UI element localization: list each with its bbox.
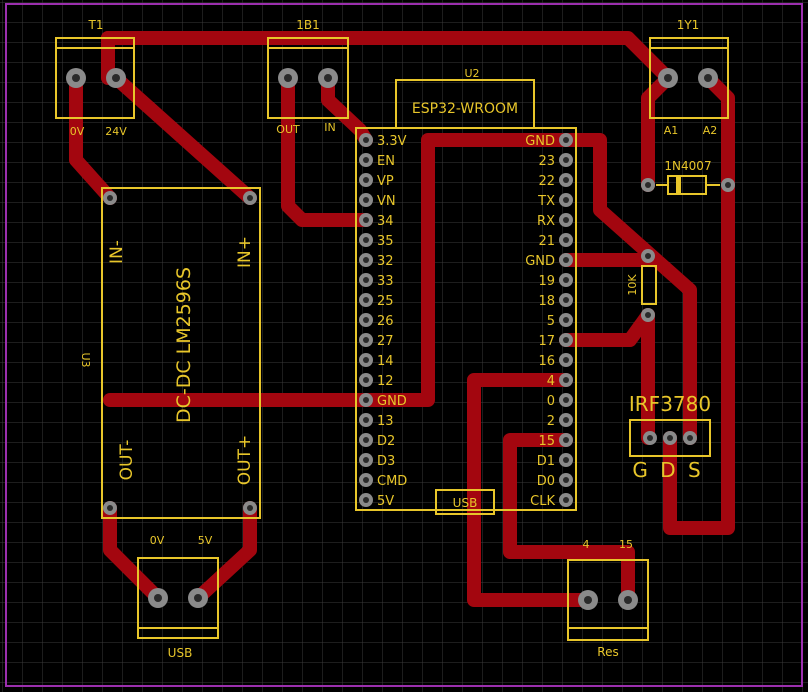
u3-pin-in-plus: IN+ — [235, 236, 255, 268]
terminal-1y1: 1Y1 A1 A2 — [649, 18, 729, 137]
res-connector: 4 15 Res — [567, 538, 649, 659]
t1-ref: T1 — [88, 18, 104, 32]
usb-connector: 0V 5V USB — [137, 534, 219, 660]
u2-right-pin-label: CLK — [530, 494, 555, 509]
u2-right-pin-label: 16 — [538, 354, 555, 369]
b1-pin2-label: IN — [324, 121, 335, 134]
u2-right-pin-label: 23 — [538, 154, 555, 169]
u2-left-pin-label: 14 — [377, 354, 394, 369]
u2-right-pin-label: 21 — [538, 234, 555, 249]
mosfet-value: IRF3780 — [629, 392, 711, 416]
u2-left-pin-label: 33 — [377, 274, 394, 289]
diode-value: 1N4007 — [664, 159, 711, 173]
module-u2-esp32: U2 ESP32-WROOM USB 3.3VENVPVN34353233252… — [355, 67, 577, 515]
u2-left-pin-label: CMD — [377, 474, 407, 489]
u2-value: ESP32-WROOM — [412, 101, 518, 117]
u2-ref: U2 — [464, 67, 479, 80]
u2-left-pin-label: 34 — [377, 214, 394, 229]
usb-pin2-label: 5V — [198, 534, 213, 547]
u2-left-pin-label: VN — [377, 194, 396, 209]
terminal-t1: T1 0V 24V — [55, 18, 135, 138]
u2-right-pin-label: 22 — [538, 174, 555, 189]
u2-right-pin-label: 0 — [547, 394, 555, 409]
usb-pin1-label: 0V — [150, 534, 165, 547]
u2-left-pin-label: 5V — [377, 494, 394, 509]
b1-pin1-label: OUT — [276, 123, 300, 136]
u3-value: DC-DC LM2596S — [173, 267, 195, 423]
resistor-value: 10K — [626, 274, 639, 296]
u2-right-pin-label: D1 — [537, 454, 555, 469]
res-pin2-label: 15 — [619, 538, 633, 551]
terminal-1b1: 1B1 OUT IN — [267, 18, 349, 136]
y1-pin2-label: A2 — [703, 124, 718, 137]
u3-pin-out-minus: OUT- — [117, 440, 137, 481]
u2-right-pin-label: GND — [525, 134, 555, 149]
u2-right-pin-label: TX — [537, 194, 555, 209]
u2-right-pin-label: RX — [537, 214, 555, 229]
u2-left-pin-label: 27 — [377, 334, 394, 349]
b1-ref: 1B1 — [296, 18, 320, 32]
u2-left-pin-label: 12 — [377, 374, 394, 389]
resistor-10k: 10K — [626, 265, 657, 305]
t1-pin1-label: 0V — [70, 125, 85, 138]
res-label: Res — [597, 645, 618, 659]
u2-left-pin-label: 26 — [377, 314, 394, 329]
u2-left-pin-label: 13 — [377, 414, 394, 429]
u2-right-pin-label: 18 — [538, 294, 555, 309]
u2-left-pin-label: 3.3V — [377, 134, 407, 149]
u2-left-pin-label: D3 — [377, 454, 395, 469]
u2-right-pin-label: 2 — [547, 414, 555, 429]
mosfet-pins: G D S — [632, 458, 703, 482]
diode-1n4007: 1N4007 — [656, 159, 720, 195]
usb-label: USB — [168, 646, 193, 660]
u2-right-pin-label: GND — [525, 254, 555, 269]
u2-right-pin-label: 17 — [538, 334, 555, 349]
module-u3-dcdc: U3 DC-DC LM2596S IN- IN+ OUT- OUT+ — [79, 187, 261, 519]
u2-left-pin-label: D2 — [377, 434, 395, 449]
res-pin1-label: 4 — [583, 538, 590, 551]
u2-pads — [359, 133, 573, 507]
u2-right-pin-label: 4 — [547, 374, 555, 389]
mosfet-irf3780: IRF3780 G D S — [629, 392, 711, 482]
u2-right-pin-label: 5 — [547, 314, 555, 329]
u3-pin-out-plus: OUT+ — [235, 435, 255, 485]
pads — [66, 68, 735, 610]
u3-ref: U3 — [79, 352, 92, 367]
board-outline — [5, 3, 803, 687]
u2-usb-label: USB — [453, 496, 478, 510]
u2-left-pin-label: 35 — [377, 234, 394, 249]
u3-pin-in-minus: IN- — [107, 240, 127, 264]
u2-right-pin-label: 19 — [538, 274, 555, 289]
u2-right-pin-label: D0 — [537, 474, 555, 489]
y1-pin1-label: A1 — [664, 124, 679, 137]
u2-left-pin-label: 25 — [377, 294, 394, 309]
t1-pin2-label: 24V — [105, 125, 127, 138]
u2-left-pin-label: VP — [377, 174, 394, 189]
u2-left-pin-label: EN — [377, 154, 395, 169]
u2-left-pin-label: GND — [377, 394, 407, 409]
u2-right-pin-label: 15 — [538, 434, 555, 449]
y1-ref: 1Y1 — [677, 18, 700, 32]
u2-left-pin-label: 32 — [377, 254, 394, 269]
